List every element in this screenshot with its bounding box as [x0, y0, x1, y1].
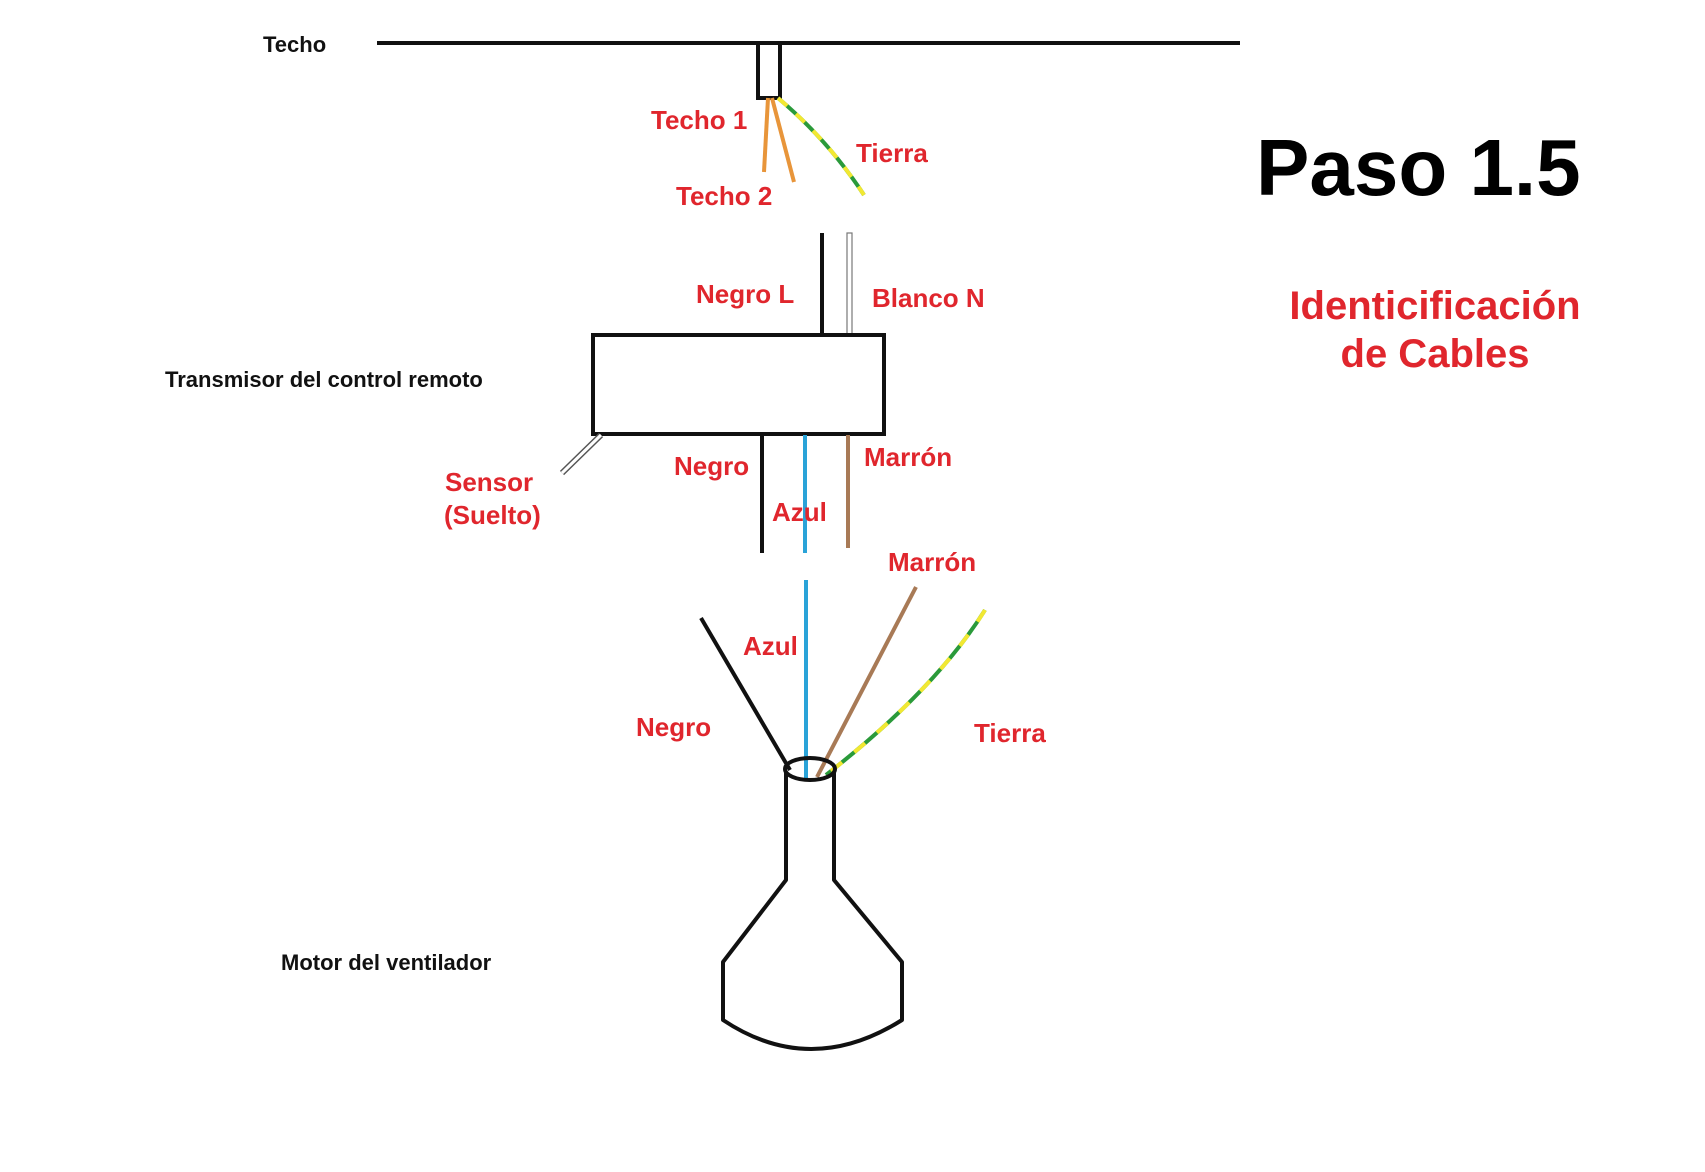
ceiling-conduit: [756, 41, 782, 100]
sensor-loose-label: (Suelto): [444, 500, 541, 530]
ceiling-label: Techo: [263, 32, 327, 57]
ceiling-ground-wire: [776, 96, 866, 197]
sensor-label: Sensor: [445, 467, 534, 497]
transmitter-out-black-label: Negro: [674, 451, 750, 481]
transmitter-in-line-label: Negro L: [696, 279, 795, 309]
motor-ground-wire: [824, 608, 987, 777]
ceiling-wire-2: [770, 97, 796, 183]
transmitter-out-blue-label: Azul: [772, 497, 827, 527]
step-subtitle-line-1: Identicificación: [1289, 284, 1581, 328]
ceiling-wire-1-label: Techo 1: [651, 105, 748, 135]
ceiling-wire-2-label: Techo 2: [676, 181, 773, 211]
motor-blue-label: Azul: [743, 631, 798, 661]
motor-black-wire: [699, 616, 792, 772]
motor-brown-label: Marrón: [888, 547, 977, 577]
motor-label: Motor del ventilador: [281, 950, 492, 975]
fan-motor-shape: [721, 756, 904, 1051]
step-subtitle-line-2: de Cables: [1340, 332, 1530, 376]
transmitter-in-neutral-label: Blanco N: [872, 283, 985, 313]
ceiling-wire-1: [762, 97, 770, 173]
motor-black-label: Negro: [636, 712, 712, 742]
transmitter-box: [591, 333, 886, 436]
transmitter-in-neutral-wire: [846, 232, 853, 336]
transmitter-label: Transmisor del control remoto: [165, 367, 483, 392]
transmitter-out-brown-label: Marrón: [864, 442, 953, 472]
sensor-wire-core: [560, 433, 603, 475]
step-subtitle: Identicificación de Cables: [1255, 282, 1615, 378]
step-title: Paso 1.5: [1256, 123, 1581, 212]
motor-brown-wire: [815, 586, 918, 778]
ceiling-ground-label: Tierra: [856, 138, 928, 168]
motor-ground-label: Tierra: [974, 718, 1046, 748]
